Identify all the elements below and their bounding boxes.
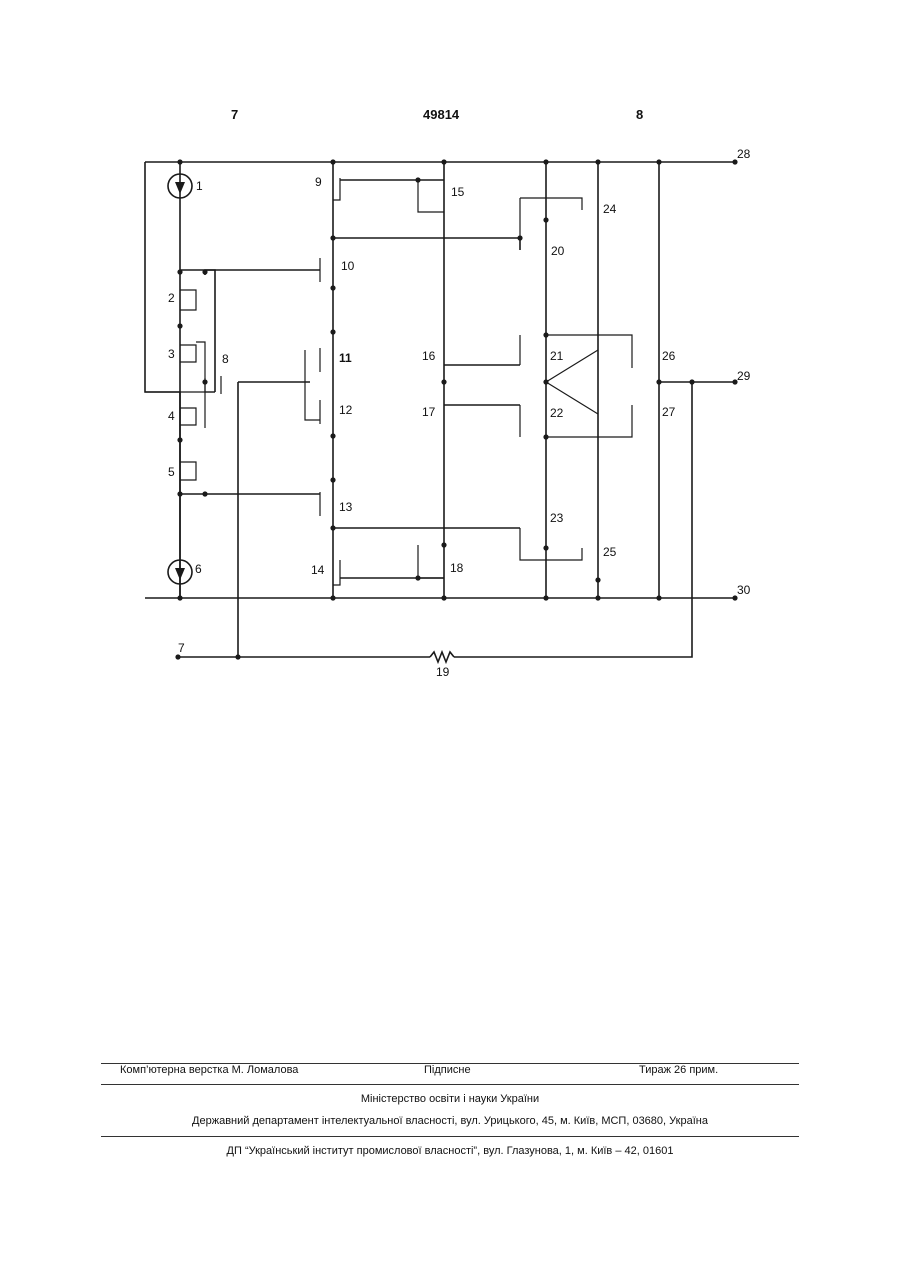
label-13: 13: [339, 500, 353, 514]
label-4: 4: [168, 409, 175, 423]
rails: [145, 162, 735, 598]
label-19: 19: [436, 665, 450, 679]
transistor-column-left: [305, 162, 520, 598]
label-17: 17: [422, 405, 436, 419]
label-1: 1: [196, 179, 203, 193]
label-12: 12: [339, 403, 353, 417]
label-20: 20: [551, 244, 565, 258]
resistor-19: [178, 382, 692, 662]
footer-institute: ДП “Український інститут промислової вла…: [101, 1145, 799, 1157]
label-24: 24: [603, 202, 617, 216]
label-25: 25: [603, 545, 617, 559]
footer-rule-bottom: [101, 1136, 799, 1137]
label-5: 5: [168, 465, 175, 479]
label-2: 2: [168, 291, 175, 305]
footer-ministry: Міністерство освіти і науки України: [101, 1093, 799, 1105]
terminal-28-label: 28: [737, 147, 751, 161]
terminal-29-label: 29: [737, 369, 751, 383]
footer-copies: Тираж 26 прим.: [639, 1064, 718, 1076]
footer-department: Державний департамент інтелектуальної вл…: [101, 1115, 799, 1127]
footer-signed: Підписне: [424, 1064, 471, 1076]
label-6: 6: [195, 562, 202, 576]
footer-rule-middle: [101, 1084, 799, 1085]
label-16: 16: [422, 349, 436, 363]
label-21: 21: [550, 349, 564, 363]
label-15: 15: [451, 185, 465, 199]
label-27: 27: [662, 405, 676, 419]
junction-dots: [175, 159, 737, 659]
label-22: 22: [550, 406, 564, 420]
label-8: 8: [222, 352, 229, 366]
footer-layout-credit: Комп’ютерна верстка М. Ломалова: [120, 1064, 298, 1076]
transistor-column-right: [520, 162, 735, 598]
label-14: 14: [311, 563, 325, 577]
label-9: 9: [315, 175, 322, 189]
terminal-30-label: 30: [737, 583, 751, 597]
label-3: 3: [168, 347, 175, 361]
label-11: 11: [339, 351, 352, 365]
label-10: 10: [341, 259, 355, 273]
label-26: 26: [662, 349, 676, 363]
label-23: 23: [550, 511, 564, 525]
label-18: 18: [450, 561, 464, 575]
circuit-schematic: 1 2 3 4 5 6 8 9 10 11 12 13 14 15 16 17 …: [0, 0, 901, 700]
terminal-7-label: 7: [178, 641, 185, 655]
transistor-column-middle: [418, 162, 520, 598]
